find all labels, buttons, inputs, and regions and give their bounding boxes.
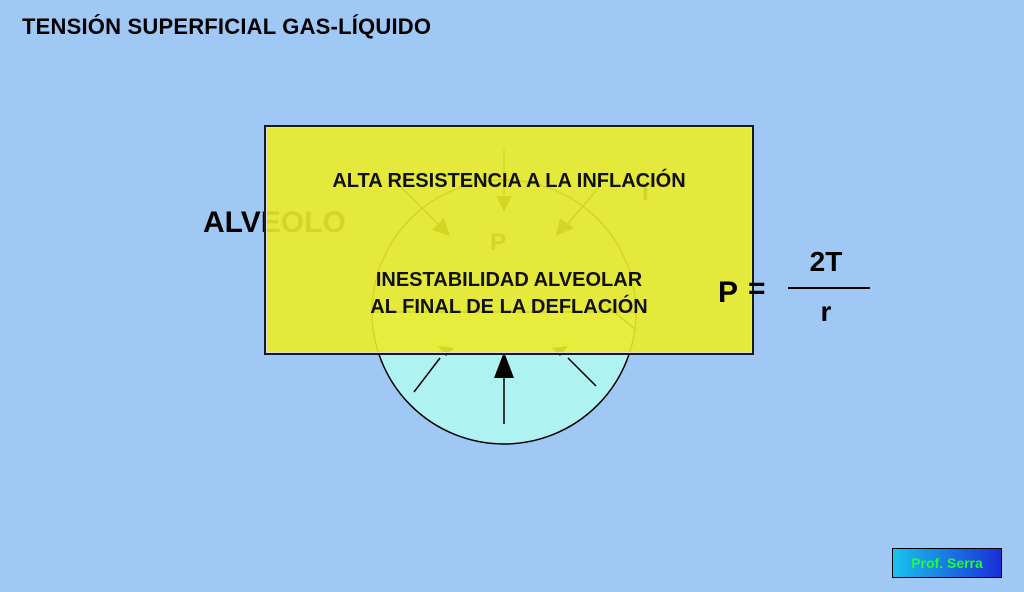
formula-lhs: P xyxy=(718,276,739,309)
formula-denominator: r xyxy=(820,296,832,327)
formula-equals: = xyxy=(748,272,766,305)
author-badge-label: Prof. Serra xyxy=(911,555,983,571)
overlay-line-3: AL FINAL DE LA DEFLACIÓN xyxy=(370,296,648,318)
author-badge[interactable]: Prof. Serra xyxy=(892,548,1002,578)
overlay-line-1: ALTA RESISTENCIA A LA INFLACIÓN xyxy=(332,170,686,192)
slide-title: TENSIÓN SUPERFICIAL GAS-LÍQUIDO xyxy=(22,14,432,39)
radial-line xyxy=(567,357,597,387)
overlay-line-2: INESTABILIDAD ALVEOLAR xyxy=(375,269,643,291)
formula-numerator: 2T xyxy=(809,246,843,277)
radial-line xyxy=(413,357,441,393)
pressure-arrow-up xyxy=(494,352,514,378)
overlay-box: ALTA RESISTENCIA A LA INFLACIÓN INESTABI… xyxy=(264,125,754,355)
formula-fraction-bar xyxy=(788,287,870,289)
